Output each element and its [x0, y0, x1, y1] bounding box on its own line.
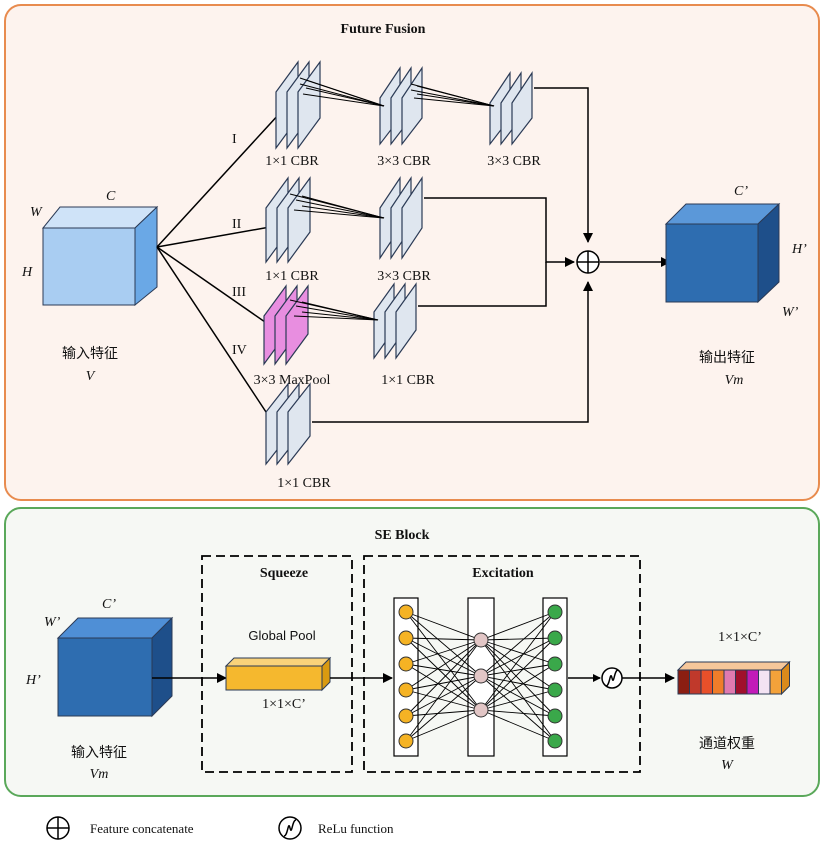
branch3-receptive-lines: [289, 299, 379, 321]
weight-vector-side: [781, 660, 790, 696]
input-dim-w: W: [30, 205, 43, 220]
input-dim-h: H: [21, 265, 33, 280]
activation-function-icon: [601, 667, 623, 689]
weight-vector-top: [676, 661, 791, 671]
branch-label-1: I: [232, 132, 237, 147]
weight-cell: [689, 669, 702, 695]
output-neuron: [547, 630, 563, 646]
weight-cell: [723, 669, 736, 695]
output-neuron: [547, 604, 563, 620]
excitation-box: [363, 555, 641, 773]
output-feature-label: 输出特征: [699, 349, 755, 365]
se-input-dim-w: W’: [44, 615, 61, 630]
legend-relu-label: ReLu function: [318, 821, 394, 836]
b3-op-b: 1×1 CBR: [381, 373, 435, 388]
input-neuron: [398, 656, 414, 672]
branch-label-4: IV: [232, 343, 247, 358]
branch1-conv3x3-b: [489, 71, 533, 146]
branch-label-2: II: [232, 217, 242, 232]
weight-cell: [712, 669, 725, 695]
squeeze-title: Squeeze: [260, 566, 308, 581]
channel-weight-vector: [676, 660, 791, 696]
weight-cell: [746, 669, 759, 695]
weight-cell: [677, 669, 690, 695]
input-layer-column: [393, 597, 419, 757]
input-feature-var: V: [86, 369, 96, 384]
legend-concat-label: Feature concatenate: [90, 821, 194, 836]
se-input-dim-h: H’: [25, 673, 41, 688]
network-connections: [405, 611, 556, 742]
input-dim-c: C: [106, 189, 116, 204]
branch1-receptive-lines: [299, 77, 495, 107]
input-neuron: [398, 708, 414, 724]
hidden-neuron: [473, 668, 489, 684]
input-neuron: [398, 682, 414, 698]
b2-op-a: 1×1 CBR: [265, 269, 319, 284]
squeeze-out-dim: 1×1×C’: [262, 697, 306, 712]
input-neuron: [398, 733, 414, 749]
channel-weight-label: 通道权重: [699, 735, 755, 751]
output-feature-cube: [664, 202, 781, 304]
b4-op-a: 1×1 CBR: [277, 476, 331, 491]
output-layer-column: [542, 597, 568, 757]
weight-cell: [758, 669, 771, 695]
concat-operator-icon: [576, 250, 600, 274]
channel-weight-dim: 1×1×C’: [718, 630, 762, 645]
weight-cell: [735, 669, 748, 695]
global-pool-label: Global Pool: [248, 628, 315, 643]
output-neuron: [547, 656, 563, 672]
output-dim-c: C’: [734, 184, 748, 199]
branch1-conv3x3-a: [379, 66, 423, 146]
weight-cell: [769, 669, 782, 695]
output-dim-w: W’: [782, 305, 799, 320]
branch1-conv1x1: [275, 60, 321, 150]
channel-weight-var: W: [721, 758, 734, 773]
legend-concat-icon: [46, 816, 70, 840]
legend-relu-icon: [278, 816, 302, 840]
branch3-conv1x1: [373, 282, 417, 360]
b1-op-a: 1×1 CBR: [265, 154, 319, 169]
future-fusion-panel: [4, 4, 820, 501]
excitation-title: Excitation: [472, 566, 534, 581]
weight-cell: [700, 669, 713, 695]
b2-op-b: 3×3 CBR: [377, 269, 431, 284]
hidden-neuron: [473, 632, 489, 648]
hidden-neuron: [473, 702, 489, 718]
future-fusion-title: Future Fusion: [341, 22, 426, 37]
fanout-lines: [156, 112, 281, 416]
b3-op-a: 3×3 MaxPool: [254, 373, 331, 388]
concat-connections: [312, 87, 671, 423]
output-neuron: [547, 682, 563, 698]
se-input-dim-c: C’: [102, 597, 116, 612]
branch2-conv3x3: [379, 176, 423, 260]
global-pool-vector: [224, 656, 332, 692]
output-neuron: [547, 708, 563, 724]
squeeze-box: [201, 555, 353, 773]
output-dim-h: H’: [791, 242, 807, 257]
b1-op-b: 3×3 CBR: [377, 154, 431, 169]
input-neuron: [398, 604, 414, 620]
se-block-title: SE Block: [375, 528, 430, 543]
excitation-network: [393, 597, 568, 757]
input-feature-cube: [41, 205, 159, 307]
se-input-label: 输入特征: [71, 744, 127, 760]
input-neuron: [398, 630, 414, 646]
branch4-conv1x1: [265, 382, 311, 466]
input-feature-label: 输入特征: [62, 345, 118, 361]
branch-label-3: III: [232, 285, 246, 300]
se-input-var: Vm: [90, 767, 109, 782]
branch2-conv1x1: [265, 176, 311, 264]
output-neuron: [547, 733, 563, 749]
b1-op-c: 3×3 CBR: [487, 154, 541, 169]
branch2-receptive-lines: [289, 193, 385, 219]
branch3-maxpool: [263, 284, 309, 366]
se-input-cube: [56, 616, 174, 718]
output-feature-var: Vm: [725, 373, 744, 388]
